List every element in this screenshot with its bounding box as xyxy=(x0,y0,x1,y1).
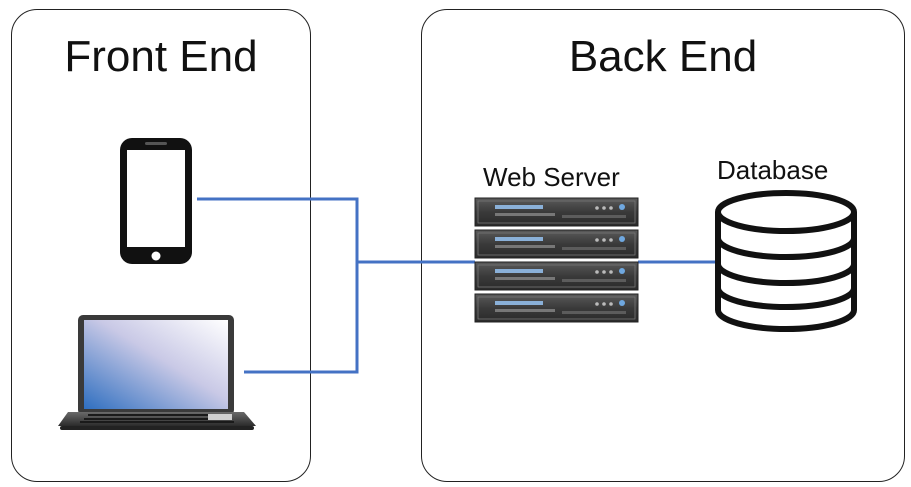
laptop-icon xyxy=(58,315,256,430)
database-icon xyxy=(715,190,857,332)
back-end-title: Back End xyxy=(568,32,758,81)
server-rack-icon xyxy=(474,197,639,323)
smartphone-icon xyxy=(120,138,192,264)
phone-connector xyxy=(197,197,359,262)
database-label: Database xyxy=(717,155,829,185)
laptop-connector xyxy=(244,262,359,374)
connector-lines xyxy=(197,197,718,374)
web-server-label: Web Server xyxy=(483,162,620,192)
server-unit xyxy=(474,261,639,291)
front-end-title: Front End xyxy=(64,32,258,81)
server-unit xyxy=(474,197,639,227)
server-unit xyxy=(474,293,639,323)
server-unit xyxy=(474,229,639,259)
